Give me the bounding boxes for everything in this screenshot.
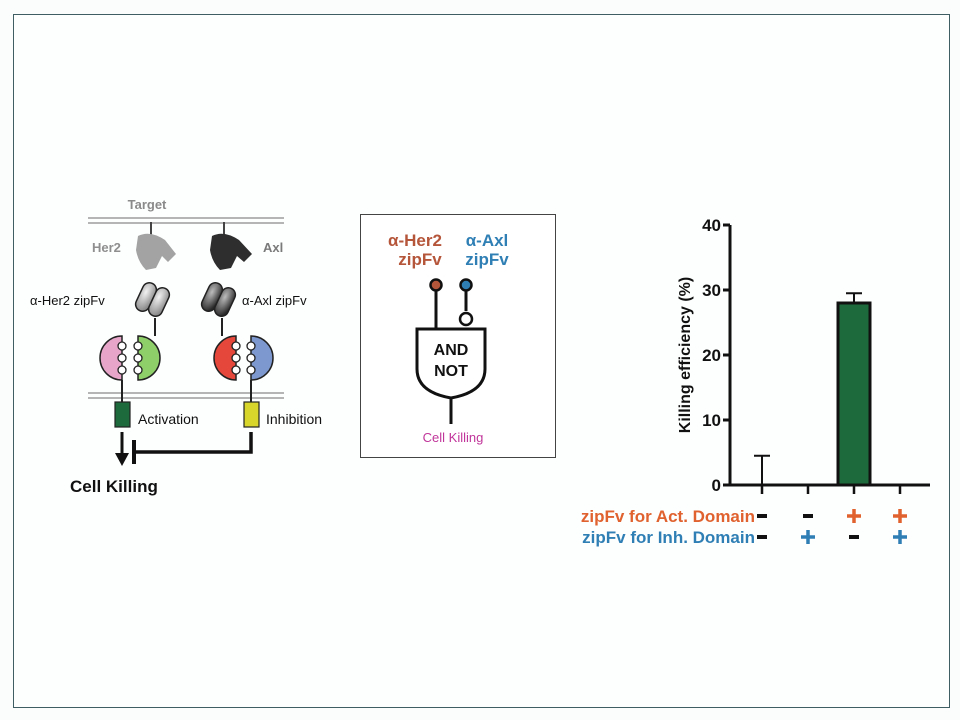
killing-efficiency-chart: 0 10 20 30 40 Killing efficiency (%) zipFv f… bbox=[581, 216, 930, 547]
plus-sign bbox=[893, 509, 907, 523]
blue-zipper-domain bbox=[246, 335, 274, 381]
her2-zipfv-label: α-Her2 zipFv bbox=[30, 293, 105, 308]
mechanism-diagram: Target Her2 Axl α-Her2 zipFv α-Axl zipFv… bbox=[30, 197, 322, 496]
y-tick-label: 10 bbox=[702, 411, 721, 430]
cell-killing-label: Cell Killing bbox=[70, 477, 158, 496]
target-label: Target bbox=[128, 197, 167, 212]
inverter-bubble bbox=[458, 311, 474, 327]
gate-input-right-line2: zipFv bbox=[465, 250, 509, 269]
inhibition-label: Inhibition bbox=[266, 411, 322, 427]
inhibition-domain bbox=[243, 401, 260, 428]
pink-zipper-domain bbox=[99, 335, 127, 381]
and-not-gate-symbol bbox=[415, 327, 487, 400]
y-tick-label: 20 bbox=[702, 346, 721, 365]
activation-label: Activation bbox=[138, 411, 199, 427]
axl-input-node bbox=[459, 278, 473, 292]
green-zipper-domain bbox=[133, 335, 161, 381]
logic-gate-diagram: α-Her2 zipFv α-Axl zipFv AND NOT Cell Ki… bbox=[388, 231, 509, 445]
gate-input-left-line2: zipFv bbox=[398, 250, 442, 269]
her2-zipfv-antibody bbox=[134, 281, 171, 336]
red-zipper-domain bbox=[213, 335, 241, 381]
plus-sign bbox=[847, 509, 861, 523]
gate-label-not: NOT bbox=[434, 363, 468, 380]
y-tick-label: 30 bbox=[702, 281, 721, 300]
inhibition-arrow bbox=[132, 432, 253, 464]
axl-label: Axl bbox=[263, 240, 283, 255]
gate-label-and: AND bbox=[434, 342, 469, 359]
y-axis-label: Killing efficiency (%) bbox=[677, 277, 694, 433]
target-membrane bbox=[88, 217, 284, 224]
condition-row-label: zipFv for Act. Domain bbox=[581, 507, 755, 526]
y-tick-label: 0 bbox=[712, 476, 721, 495]
cell-membrane bbox=[88, 392, 284, 399]
her2-antigen bbox=[136, 233, 176, 270]
activation-arrow bbox=[115, 432, 129, 466]
axl-zipfv-label: α-Axl zipFv bbox=[242, 293, 307, 308]
axl-antigen bbox=[210, 233, 252, 270]
condition-row-label: zipFv for Inh. Domain bbox=[582, 528, 755, 547]
plus-sign bbox=[893, 530, 907, 544]
gate-input-right-line1: α-Axl bbox=[466, 231, 509, 250]
her2-input-node bbox=[429, 278, 443, 292]
axl-zipfv-antibody bbox=[200, 281, 237, 336]
plus-sign bbox=[801, 530, 815, 544]
activation-domain bbox=[114, 401, 131, 428]
gate-output-label: Cell Killing bbox=[423, 430, 484, 445]
her2-label: Her2 bbox=[92, 240, 121, 255]
y-tick-label: 40 bbox=[702, 216, 721, 235]
bar bbox=[836, 301, 872, 487]
gate-input-left-line1: α-Her2 bbox=[388, 231, 442, 250]
